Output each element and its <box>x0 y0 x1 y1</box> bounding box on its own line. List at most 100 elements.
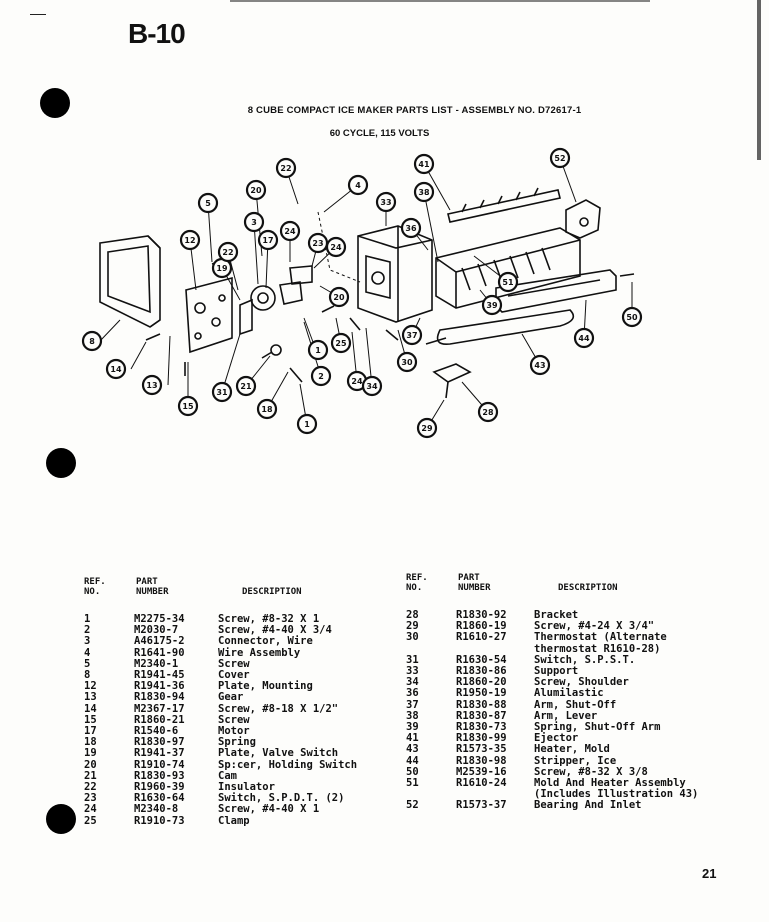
svg-text:29: 29 <box>421 424 433 433</box>
ejector-part <box>447 187 561 223</box>
parts-row-part: M2340-1 <box>134 657 179 670</box>
callout-21: 21 <box>235 375 257 397</box>
punch-hole-top <box>40 88 70 118</box>
parts-row-desc: (Includes Illustration 43) <box>534 788 699 801</box>
callout-24: 24 <box>279 220 301 242</box>
parts-row-part: R1630-64 <box>134 792 185 805</box>
punch-hole-middle <box>46 448 76 478</box>
callout-51: 51 <box>497 271 519 293</box>
parts-row-desc: Spring <box>218 736 256 749</box>
parts-row-desc: Thermostat (Alternate <box>534 631 667 644</box>
callout-25: 25 <box>330 332 352 354</box>
parts-row-ref: 20 <box>84 758 97 771</box>
parts-row-part: A46175-2 <box>134 635 185 648</box>
svg-text:14: 14 <box>110 365 122 374</box>
parts-row-desc: Motor <box>218 725 250 737</box>
col-desc-header-left: DESCRIPTION <box>242 587 302 597</box>
parts-row-desc: Screw <box>218 657 250 670</box>
callout-12: 12 <box>179 229 201 251</box>
callout-layer: 1123458121314151718192020212222232424242… <box>81 147 643 439</box>
svg-text:31: 31 <box>216 388 228 397</box>
callout-2: 2 <box>310 365 332 387</box>
svg-text:3: 3 <box>251 218 257 227</box>
parts-row-desc: Connector, Wire <box>218 635 313 648</box>
parts-row-desc: Mold And Heater Assembly <box>534 777 686 789</box>
callout-15: 15 <box>177 395 199 417</box>
callout-20: 20 <box>245 179 267 201</box>
parts-list-title: 8 CUBE COMPACT ICE MAKER PARTS LIST - AS… <box>247 105 582 116</box>
parts-row-part: R1941-45 <box>134 669 185 681</box>
parts-row-part: R1573-37 <box>456 799 507 812</box>
parts-row-desc: Alumilastic <box>534 687 604 700</box>
svg-text:24: 24 <box>284 227 296 236</box>
parts-row-part: R1830-92 <box>456 609 507 621</box>
svg-text:2: 2 <box>318 372 324 381</box>
parts-row-ref: 22 <box>84 781 97 793</box>
parts-row-part: R1830-99 <box>456 732 507 745</box>
mold-heater-part <box>425 309 575 346</box>
parts-row-part: M2030-7 <box>134 624 179 637</box>
parts-row-part: R1830-88 <box>456 698 507 711</box>
parts-row-ref: 52 <box>406 799 419 812</box>
parts-row-desc: Screw, #4-40 X 3/4 <box>218 624 332 637</box>
col-ref-header-right: REF. NO. <box>406 573 428 593</box>
svg-text:25: 25 <box>335 339 347 348</box>
callout-30: 30 <box>396 351 418 373</box>
callout-4: 4 <box>347 174 369 196</box>
parts-row-ref: 14 <box>84 702 97 715</box>
parts-row-part: R1941-36 <box>134 680 185 693</box>
parts-row-part: R1830-86 <box>456 665 507 677</box>
parts-row-desc: thermostat R1610-28) <box>534 642 661 655</box>
parts-row-part: R1830-98 <box>456 754 507 767</box>
svg-text:23: 23 <box>312 239 323 248</box>
parts-row-part: M2539-16 <box>456 765 507 778</box>
callout-14: 14 <box>105 358 127 380</box>
parts-row-desc: Screw, Shoulder <box>534 676 629 689</box>
parts-row-desc: Screw, #8-32 X 3/8 <box>534 765 648 778</box>
svg-text:36: 36 <box>405 224 417 233</box>
svg-text:4: 4 <box>355 181 361 190</box>
svg-text:22: 22 <box>222 248 233 257</box>
parts-row-part: R1573-35 <box>456 743 507 756</box>
parts-row-desc: Stripper, Ice <box>534 754 617 767</box>
parts-row-ref: 51 <box>406 777 419 789</box>
motor-and-gear-part <box>239 265 313 359</box>
parts-row-part: R1860-20 <box>456 676 507 689</box>
parts-row-part: R1910-73 <box>134 814 185 827</box>
page-number: 21 <box>702 866 717 881</box>
callout-33: 33 <box>375 191 397 213</box>
parts-row-ref: 12 <box>84 680 97 693</box>
parts-row-part: R1830-94 <box>134 691 185 704</box>
parts-row-ref: 8 <box>84 669 91 681</box>
svg-text:20: 20 <box>250 186 262 195</box>
callout-22: 22 <box>275 157 297 179</box>
parts-row-ref: 28 <box>406 609 419 621</box>
callout-34: 34 <box>361 375 383 397</box>
punch-hole-bottom <box>46 804 76 834</box>
callout-5: 5 <box>197 192 219 214</box>
parts-row-part: R1860-19 <box>456 620 507 633</box>
svg-text:8: 8 <box>89 337 95 346</box>
parts-row-ref: 2 <box>84 624 91 637</box>
scan-artifact-top <box>230 0 650 2</box>
parts-row-ref: 24 <box>84 803 97 816</box>
callout-39: 39 <box>481 294 503 316</box>
svg-text:34: 34 <box>366 382 378 391</box>
callout-28: 28 <box>477 401 499 423</box>
svg-text:52: 52 <box>554 154 565 163</box>
svg-text:1: 1 <box>315 346 321 355</box>
callout-22-2: 22 <box>217 241 239 263</box>
parts-row-part: M2367-17 <box>134 702 185 715</box>
callout-13: 13 <box>141 374 163 396</box>
parts-row-part: R1830-93 <box>134 769 185 782</box>
svg-text:1: 1 <box>304 420 310 429</box>
svg-text:22: 22 <box>280 164 291 173</box>
parts-row-part: R1610-27 <box>456 631 507 644</box>
callout-52: 52 <box>549 147 571 169</box>
callout-37: 37 <box>401 324 423 346</box>
scan-artifact-left <box>30 14 46 15</box>
parts-row-ref: 38 <box>406 709 419 722</box>
parts-row-ref: 43 <box>406 743 419 756</box>
parts-row-desc: Sp:cer, Holding Switch <box>218 758 358 771</box>
col-ref-header-left: REF. NO. <box>84 577 106 597</box>
